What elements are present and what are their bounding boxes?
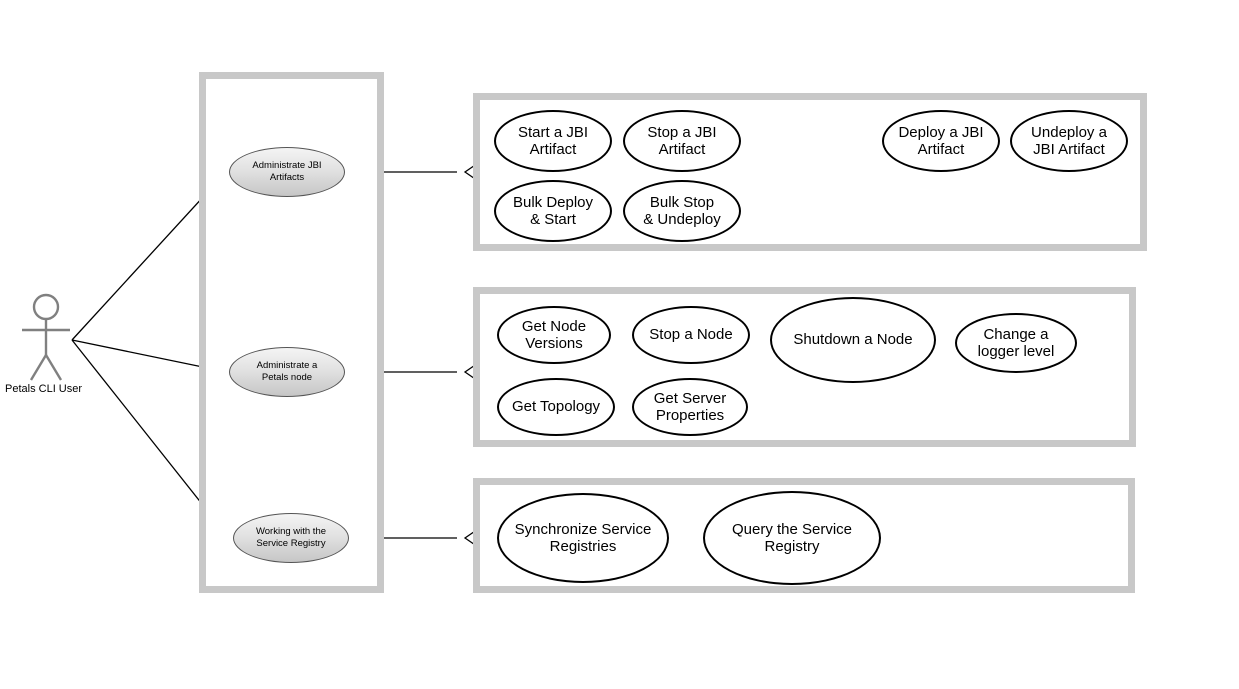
use-case-get-node-versions[interactable]: Get Node Versions bbox=[497, 306, 611, 364]
use-case-administrate-a-petals-node[interactable]: Administrate a Petals node bbox=[229, 347, 345, 397]
use-case-stop-a-node[interactable]: Stop a Node bbox=[632, 306, 750, 364]
use-case-working-with-the-service-registry[interactable]: Working with the Service Registry bbox=[233, 513, 349, 563]
use-case-deploy-a-jbi-artifact[interactable]: Deploy a JBI Artifact bbox=[882, 110, 1000, 172]
use-case-bulk-deploy-and-start[interactable]: Bulk Deploy & Start bbox=[494, 180, 612, 242]
use-case-administrate-jbi-artifacts[interactable]: Administrate JBI Artifacts bbox=[229, 147, 345, 197]
use-case-synchronize-service-registries[interactable]: Synchronize Service Registries bbox=[497, 493, 669, 583]
use-case-shutdown-a-node[interactable]: Shutdown a Node bbox=[770, 297, 936, 383]
use-case-bulk-stop-and-undeploy[interactable]: Bulk Stop & Undeploy bbox=[623, 180, 741, 242]
use-case-get-topology[interactable]: Get Topology bbox=[497, 378, 615, 436]
actor-label: Petals CLI User bbox=[5, 383, 83, 395]
use-case-stop-a-jbi-artifact[interactable]: Stop a JBI Artifact bbox=[623, 110, 741, 172]
use-case-query-the-service-registry[interactable]: Query the Service Registry bbox=[703, 491, 881, 585]
use-case-undeploy-a-jbi-artifact[interactable]: Undeploy a JBI Artifact bbox=[1010, 110, 1128, 172]
use-case-get-server-properties[interactable]: Get Server Properties bbox=[632, 378, 748, 436]
use-case-change-a-logger-level[interactable]: Change a logger level bbox=[955, 313, 1077, 373]
use-case-start-a-jbi-artifact[interactable]: Start a JBI Artifact bbox=[494, 110, 612, 172]
actor-petals-cli-user bbox=[22, 293, 70, 381]
